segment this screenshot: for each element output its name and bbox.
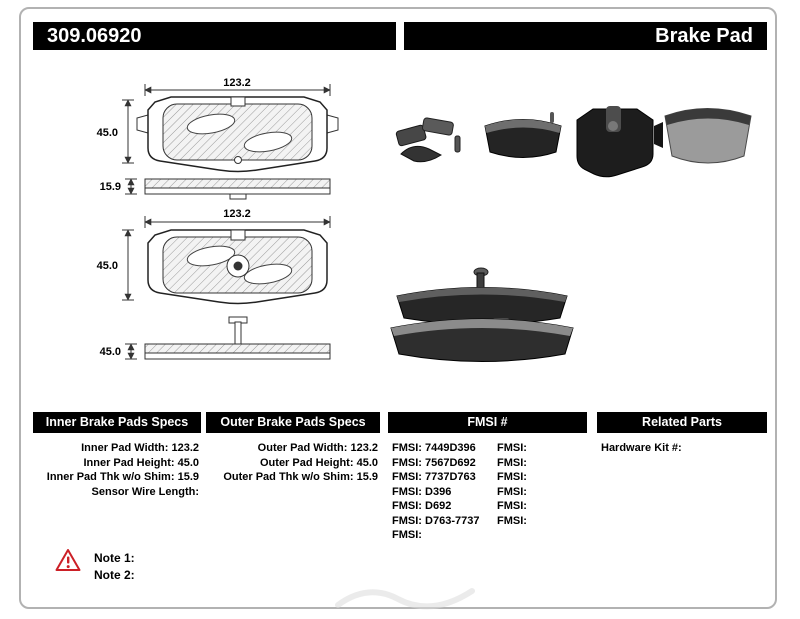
spec-value: 45.0 bbox=[356, 456, 378, 469]
spec-label: Outer Pad Thk w/o Shim: bbox=[223, 471, 354, 483]
note-2: Note 2: bbox=[94, 568, 135, 582]
dim-inner-width: 123.2 bbox=[223, 77, 251, 89]
fmsi-label: FMSI: bbox=[392, 471, 422, 483]
fmsi-row: FMSI: bbox=[497, 470, 583, 485]
fmsi-value: D763-7737 bbox=[425, 514, 480, 527]
fmsi-row: FMSI: bbox=[497, 441, 583, 456]
spec-row: Inner Pad Width: 123.2 bbox=[33, 441, 199, 456]
related-parts-header: Related Parts bbox=[597, 412, 767, 433]
spec-value: 45.0 bbox=[177, 456, 199, 469]
warning-icon bbox=[55, 549, 81, 571]
fmsi-label: FMSI: bbox=[497, 485, 527, 498]
spec-row: Outer Pad Width: 123.2 bbox=[206, 441, 378, 456]
dim-inner-thickness: 15.9 bbox=[100, 181, 121, 193]
fmsi-label: FMSI: bbox=[392, 514, 422, 527]
fmsi-label: FMSI: bbox=[497, 456, 527, 469]
fmsi-column-2: FMSI: FMSI: FMSI: FMSI: FMSI: FMSI: bbox=[493, 441, 583, 543]
inner-pad-side-view-drawing: 15.9 bbox=[100, 178, 331, 200]
fmsi-row: FMSI: D692 bbox=[392, 499, 493, 514]
spec-value: 123.2 bbox=[171, 442, 199, 454]
spec-row: Sensor Wire Length: bbox=[33, 485, 199, 500]
fmsi-label: FMSI: bbox=[392, 529, 422, 541]
pad-set-photo bbox=[390, 267, 574, 362]
fmsi-table: FMSI # FMSI: 7449D396 FMSI: 7567D692 FMS… bbox=[388, 412, 587, 543]
fmsi-row: FMSI: bbox=[497, 456, 583, 471]
pad-with-shim-photo bbox=[484, 112, 562, 158]
related-parts-rows: Hardware Kit #: bbox=[597, 441, 767, 456]
spec-row: Inner Pad Thk w/o Shim: 15.9 bbox=[33, 470, 199, 485]
fmsi-row: FMSI: 7737D763 bbox=[392, 470, 493, 485]
outer-specs-header: Outer Brake Pads Specs bbox=[206, 412, 380, 433]
fmsi-value: 7737D763 bbox=[425, 471, 476, 483]
dim-outer-height: 45.0 bbox=[97, 260, 118, 272]
spec-label: Inner Pad Height: bbox=[83, 456, 175, 469]
fmsi-label: FMSI: bbox=[392, 442, 422, 454]
fmsi-row: FMSI: bbox=[392, 528, 493, 543]
dim-inner-height: 45.0 bbox=[97, 127, 118, 139]
fmsi-label: FMSI: bbox=[392, 500, 422, 512]
technical-drawings: 123.2 45.0 15.9 bbox=[97, 77, 752, 362]
fmsi-label: FMSI: bbox=[497, 514, 527, 527]
spec-value: 123.2 bbox=[350, 442, 378, 454]
spec-row: Outer Pad Height: 45.0 bbox=[206, 456, 378, 471]
inner-specs-header: Inner Brake Pads Specs bbox=[33, 412, 201, 433]
fmsi-value: 7567D692 bbox=[425, 456, 476, 469]
watermark bbox=[335, 588, 475, 610]
fmsi-row: FMSI: bbox=[497, 514, 583, 529]
part-number: 309.06920 bbox=[33, 22, 396, 50]
spec-label: Sensor Wire Length: bbox=[91, 485, 199, 498]
inner-specs-table: Inner Brake Pads Specs Inner Pad Width: … bbox=[33, 412, 201, 499]
fmsi-label: FMSI: bbox=[497, 442, 527, 454]
outer-pad-front-view-drawing: 123.2 45.0 bbox=[97, 208, 331, 305]
note-lines: Note 1: Note 2: bbox=[94, 548, 135, 584]
fmsi-label: FMSI: bbox=[392, 456, 422, 469]
inner-pad-front-view-drawing: 123.2 45.0 bbox=[97, 77, 339, 173]
related-row: Hardware Kit #: bbox=[601, 441, 767, 456]
dim-outer-width: 123.2 bbox=[223, 208, 251, 220]
fmsi-row: FMSI: bbox=[497, 485, 583, 500]
related-parts-table: Related Parts Hardware Kit #: bbox=[597, 412, 767, 456]
backing-plate-photo bbox=[576, 106, 654, 178]
fmsi-value: D396 bbox=[425, 485, 452, 498]
fmsi-header: FMSI # bbox=[388, 412, 587, 433]
fmsi-value: D692 bbox=[425, 500, 452, 512]
fmsi-value: 7449D396 bbox=[425, 442, 476, 454]
related-label: Hardware Kit #: bbox=[601, 442, 682, 454]
fmsi-row: FMSI: 7567D692 bbox=[392, 456, 493, 471]
fmsi-column-1: FMSI: 7449D396 FMSI: 7567D692 FMSI: 7737… bbox=[388, 441, 493, 543]
fmsi-row: FMSI: 7449D396 bbox=[392, 441, 493, 456]
notes-section: Note 1: Note 2: bbox=[55, 548, 135, 584]
note-1: Note 1: bbox=[94, 551, 135, 565]
outer-specs-rows: Outer Pad Width: 123.2 Outer Pad Height:… bbox=[206, 441, 380, 485]
fmsi-label: FMSI: bbox=[497, 471, 527, 483]
spec-label: Outer Pad Height: bbox=[260, 456, 354, 469]
fmsi-label: FMSI: bbox=[497, 500, 527, 512]
fmsi-row: FMSI: bbox=[497, 499, 583, 514]
inner-specs-rows: Inner Pad Width: 123.2 Inner Pad Height:… bbox=[33, 441, 201, 499]
hardware-kit-photo bbox=[395, 117, 461, 163]
spec-label: Inner Pad Thk w/o Shim: bbox=[46, 471, 175, 483]
outer-pad-side-view-drawing: 45.0 bbox=[100, 316, 331, 360]
spec-value: 15.9 bbox=[177, 471, 199, 483]
spec-row: Outer Pad Thk w/o Shim: 15.9 bbox=[206, 470, 378, 485]
spec-label: Inner Pad Width: bbox=[81, 442, 169, 454]
product-title: Brake Pad bbox=[404, 22, 767, 50]
spec-row: Inner Pad Height: 45.0 bbox=[33, 456, 199, 471]
fmsi-row: FMSI: D763-7737 bbox=[392, 514, 493, 529]
outer-specs-table: Outer Brake Pads Specs Outer Pad Width: … bbox=[206, 412, 380, 485]
fmsi-row: FMSI: D396 bbox=[392, 485, 493, 500]
spec-value: 15.9 bbox=[356, 471, 378, 483]
friction-pad-photo bbox=[654, 108, 752, 164]
fmsi-columns: FMSI: 7449D396 FMSI: 7567D692 FMSI: 7737… bbox=[388, 441, 587, 543]
spec-label: Outer Pad Width: bbox=[257, 442, 348, 454]
dim-outer-side-height: 45.0 bbox=[100, 346, 121, 358]
fmsi-label: FMSI: bbox=[392, 485, 422, 498]
page-frame bbox=[19, 7, 777, 609]
